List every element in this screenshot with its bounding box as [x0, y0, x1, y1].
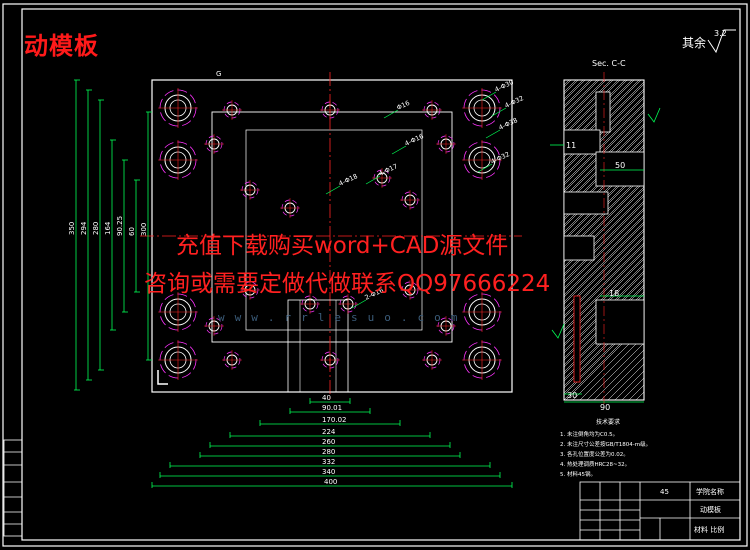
dimension-label: 300 — [140, 223, 148, 236]
plate-front-view — [140, 72, 522, 402]
section-label: Sec. C-C — [592, 59, 626, 68]
note-line: 2. 未注尺寸公差按GB/T1804-m级。 — [560, 440, 651, 448]
dimension-label: 332 — [322, 458, 335, 466]
title-block — [579, 481, 741, 541]
hatch-line — [564, 80, 614, 130]
hatch-line — [621, 377, 644, 400]
dimension-label: 280 — [322, 448, 335, 456]
watermark-line-1: 充值下载购买word+CAD源文件 — [176, 233, 509, 259]
dimension-label: 350 — [68, 222, 76, 235]
bottom-dimensions: 40 90.01 170.02 224 260 280 332 340 400 — [151, 394, 513, 488]
leader-line — [325, 185, 341, 195]
hole-callout-label: 4-Φ38 — [497, 116, 518, 132]
hatch-line — [564, 97, 644, 179]
dimension-label: 60 — [128, 227, 136, 236]
hatch-line — [628, 384, 644, 400]
title-block-drawing-no: 材料 比例 — [694, 525, 724, 534]
hatch-line — [564, 80, 605, 121]
dimension-label: 294 — [80, 221, 88, 235]
section-dim-50: 50 — [615, 161, 625, 170]
dimension-label: 224 — [322, 428, 336, 436]
dimension-label: 170.02 — [322, 416, 347, 424]
hatch-line — [564, 209, 644, 291]
hole-callout-label: 4-Φ17 — [377, 162, 398, 178]
title-block-company: 学院名称 — [696, 487, 724, 496]
leader-line — [491, 107, 507, 117]
roughness-value: 3.2 — [714, 29, 727, 38]
hatch-line — [564, 102, 644, 184]
hatch-line — [564, 80, 584, 100]
hatch-line — [564, 223, 644, 305]
hatch-line — [564, 0, 644, 43]
dimension-label: 40 — [322, 394, 331, 402]
leader-line — [391, 145, 407, 155]
hatch-line — [564, 80, 598, 114]
dimension-label: 280 — [92, 222, 100, 235]
dimension-label: 340 — [322, 468, 335, 476]
hole-callout-label: Φ16 — [395, 99, 411, 112]
section-view — [550, 0, 661, 404]
hole-callout-label: 4-Φ16 — [403, 132, 424, 148]
marker-l-icon — [157, 370, 168, 385]
marker-g: G — [216, 70, 221, 78]
hatch-line — [607, 363, 644, 400]
hatch-line — [579, 335, 644, 400]
leader-line — [481, 91, 497, 101]
hatch-line — [564, 0, 644, 50]
drawing-border — [2, 3, 748, 547]
section-dim-90: 90 — [600, 403, 610, 412]
hole-callout-label: 4-Φ18 — [337, 172, 358, 188]
hatch-line — [564, 80, 593, 109]
hole-callout-label: 4-Φ32 — [503, 94, 524, 110]
hatch-line — [564, 80, 586, 102]
hatch-line — [564, 0, 644, 1]
technical-notes: 技术要求 1. 未注倒角均为C0.5。 2. 未注尺寸公差按GB/T1804-m… — [560, 418, 651, 478]
roughness-icon — [707, 29, 736, 54]
note-line: 4. 热处理调质HRC28~32。 — [560, 460, 630, 468]
section-dim-11: 11 — [566, 141, 576, 150]
dimension-label: 260 — [322, 438, 335, 446]
left-dimensions: 350 294 280 164 90.25 60 300 — [68, 79, 152, 391]
leader-line — [365, 175, 381, 185]
title-block-part: 动模板 — [700, 505, 721, 514]
drawing-title: 动模板 — [24, 32, 99, 60]
hatch-line — [614, 370, 644, 400]
dimension-label: 90.01 — [322, 404, 342, 412]
leader-line — [351, 299, 367, 309]
hatch-line — [564, 0, 644, 36]
left-strip-table — [3, 439, 23, 537]
leader-line — [477, 163, 493, 173]
watermark-line-2: 咨询或需要定做代做联系QQ97666224 — [144, 271, 551, 297]
note-line: 1. 未注倒角均为C0.5。 — [560, 430, 618, 438]
section-dim-30: 30 — [567, 391, 577, 400]
note-line: 3. 各孔位置度公差为0.02。 — [560, 450, 629, 458]
dimension-label: 90.25 — [116, 216, 124, 236]
section-dim-18: 18 — [609, 289, 619, 298]
hatch-line — [564, 80, 591, 107]
hatch-line — [564, 80, 600, 116]
center-slot — [287, 299, 349, 393]
hatch-line — [564, 80, 565, 81]
leader-line — [485, 129, 501, 139]
leader-line — [383, 109, 399, 119]
hole-group — [158, 88, 502, 380]
drawing-frame — [21, 8, 741, 541]
watermark-url: www.rrlesuo.com — [218, 311, 468, 324]
surface-note: 其余 — [682, 36, 707, 50]
dimension-label: 400 — [324, 478, 337, 486]
hatch-line — [564, 80, 579, 95]
hatch-line — [564, 0, 644, 15]
hatch-line — [593, 349, 644, 400]
note-line: 5. 材料45钢。 — [560, 470, 596, 478]
title-block-material: 45 — [660, 488, 669, 496]
dimension-label: 164 — [104, 221, 112, 235]
notes-heading: 技术要求 — [596, 418, 620, 426]
hatch-line — [564, 0, 644, 22]
